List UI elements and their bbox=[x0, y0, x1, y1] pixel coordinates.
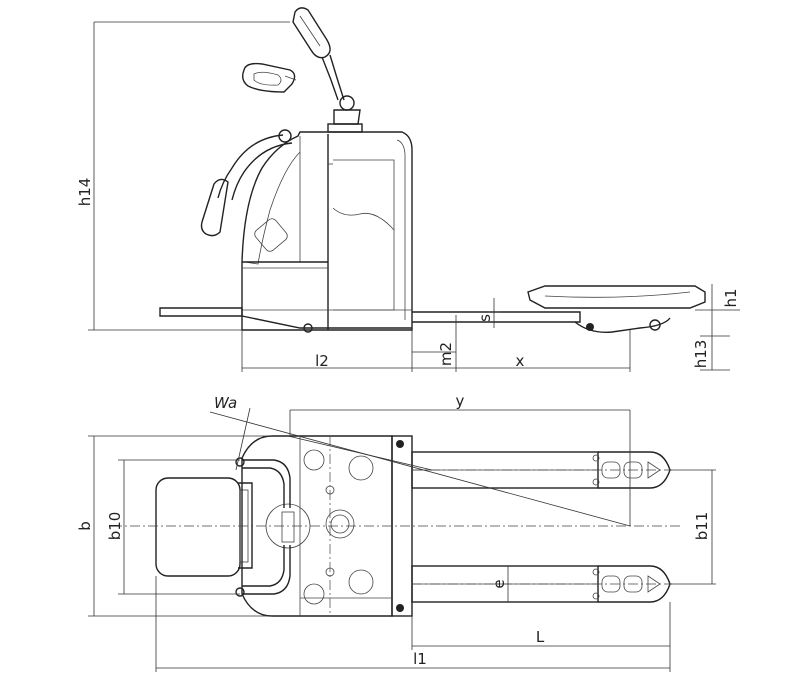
tiller-handle bbox=[292, 7, 363, 133]
label-l2: l2 bbox=[315, 352, 329, 370]
label-L: L bbox=[536, 628, 545, 646]
label-x: x bbox=[516, 352, 525, 370]
top-dimensions bbox=[88, 409, 716, 672]
label-wa: Wa bbox=[214, 394, 237, 412]
label-h13: h13 bbox=[692, 340, 710, 369]
label-b10: b10 bbox=[106, 512, 124, 541]
label-l1: l1 bbox=[413, 650, 427, 668]
label-m2: m2 bbox=[437, 342, 455, 366]
label-y: y bbox=[456, 392, 465, 410]
label-h14: h14 bbox=[76, 178, 94, 207]
label-b11: b11 bbox=[693, 512, 711, 541]
fork-side bbox=[159, 307, 671, 333]
operator-platform bbox=[155, 477, 253, 577]
side-grip bbox=[200, 129, 293, 237]
top-view: Wa y b b10 e b11 L l1 bbox=[76, 392, 716, 672]
chassis-body bbox=[241, 131, 413, 331]
side-dimensions bbox=[88, 21, 740, 372]
side-view: h14 h1 s h13 l2 m2 x bbox=[76, 7, 740, 372]
label-e: e bbox=[490, 579, 508, 588]
label-h1: h1 bbox=[722, 288, 740, 307]
raised-fork-tip bbox=[527, 285, 706, 309]
label-b: b bbox=[76, 521, 94, 531]
label-s: s bbox=[476, 314, 494, 322]
tiller-head-detail bbox=[241, 62, 297, 93]
tiller-top bbox=[235, 457, 291, 597]
